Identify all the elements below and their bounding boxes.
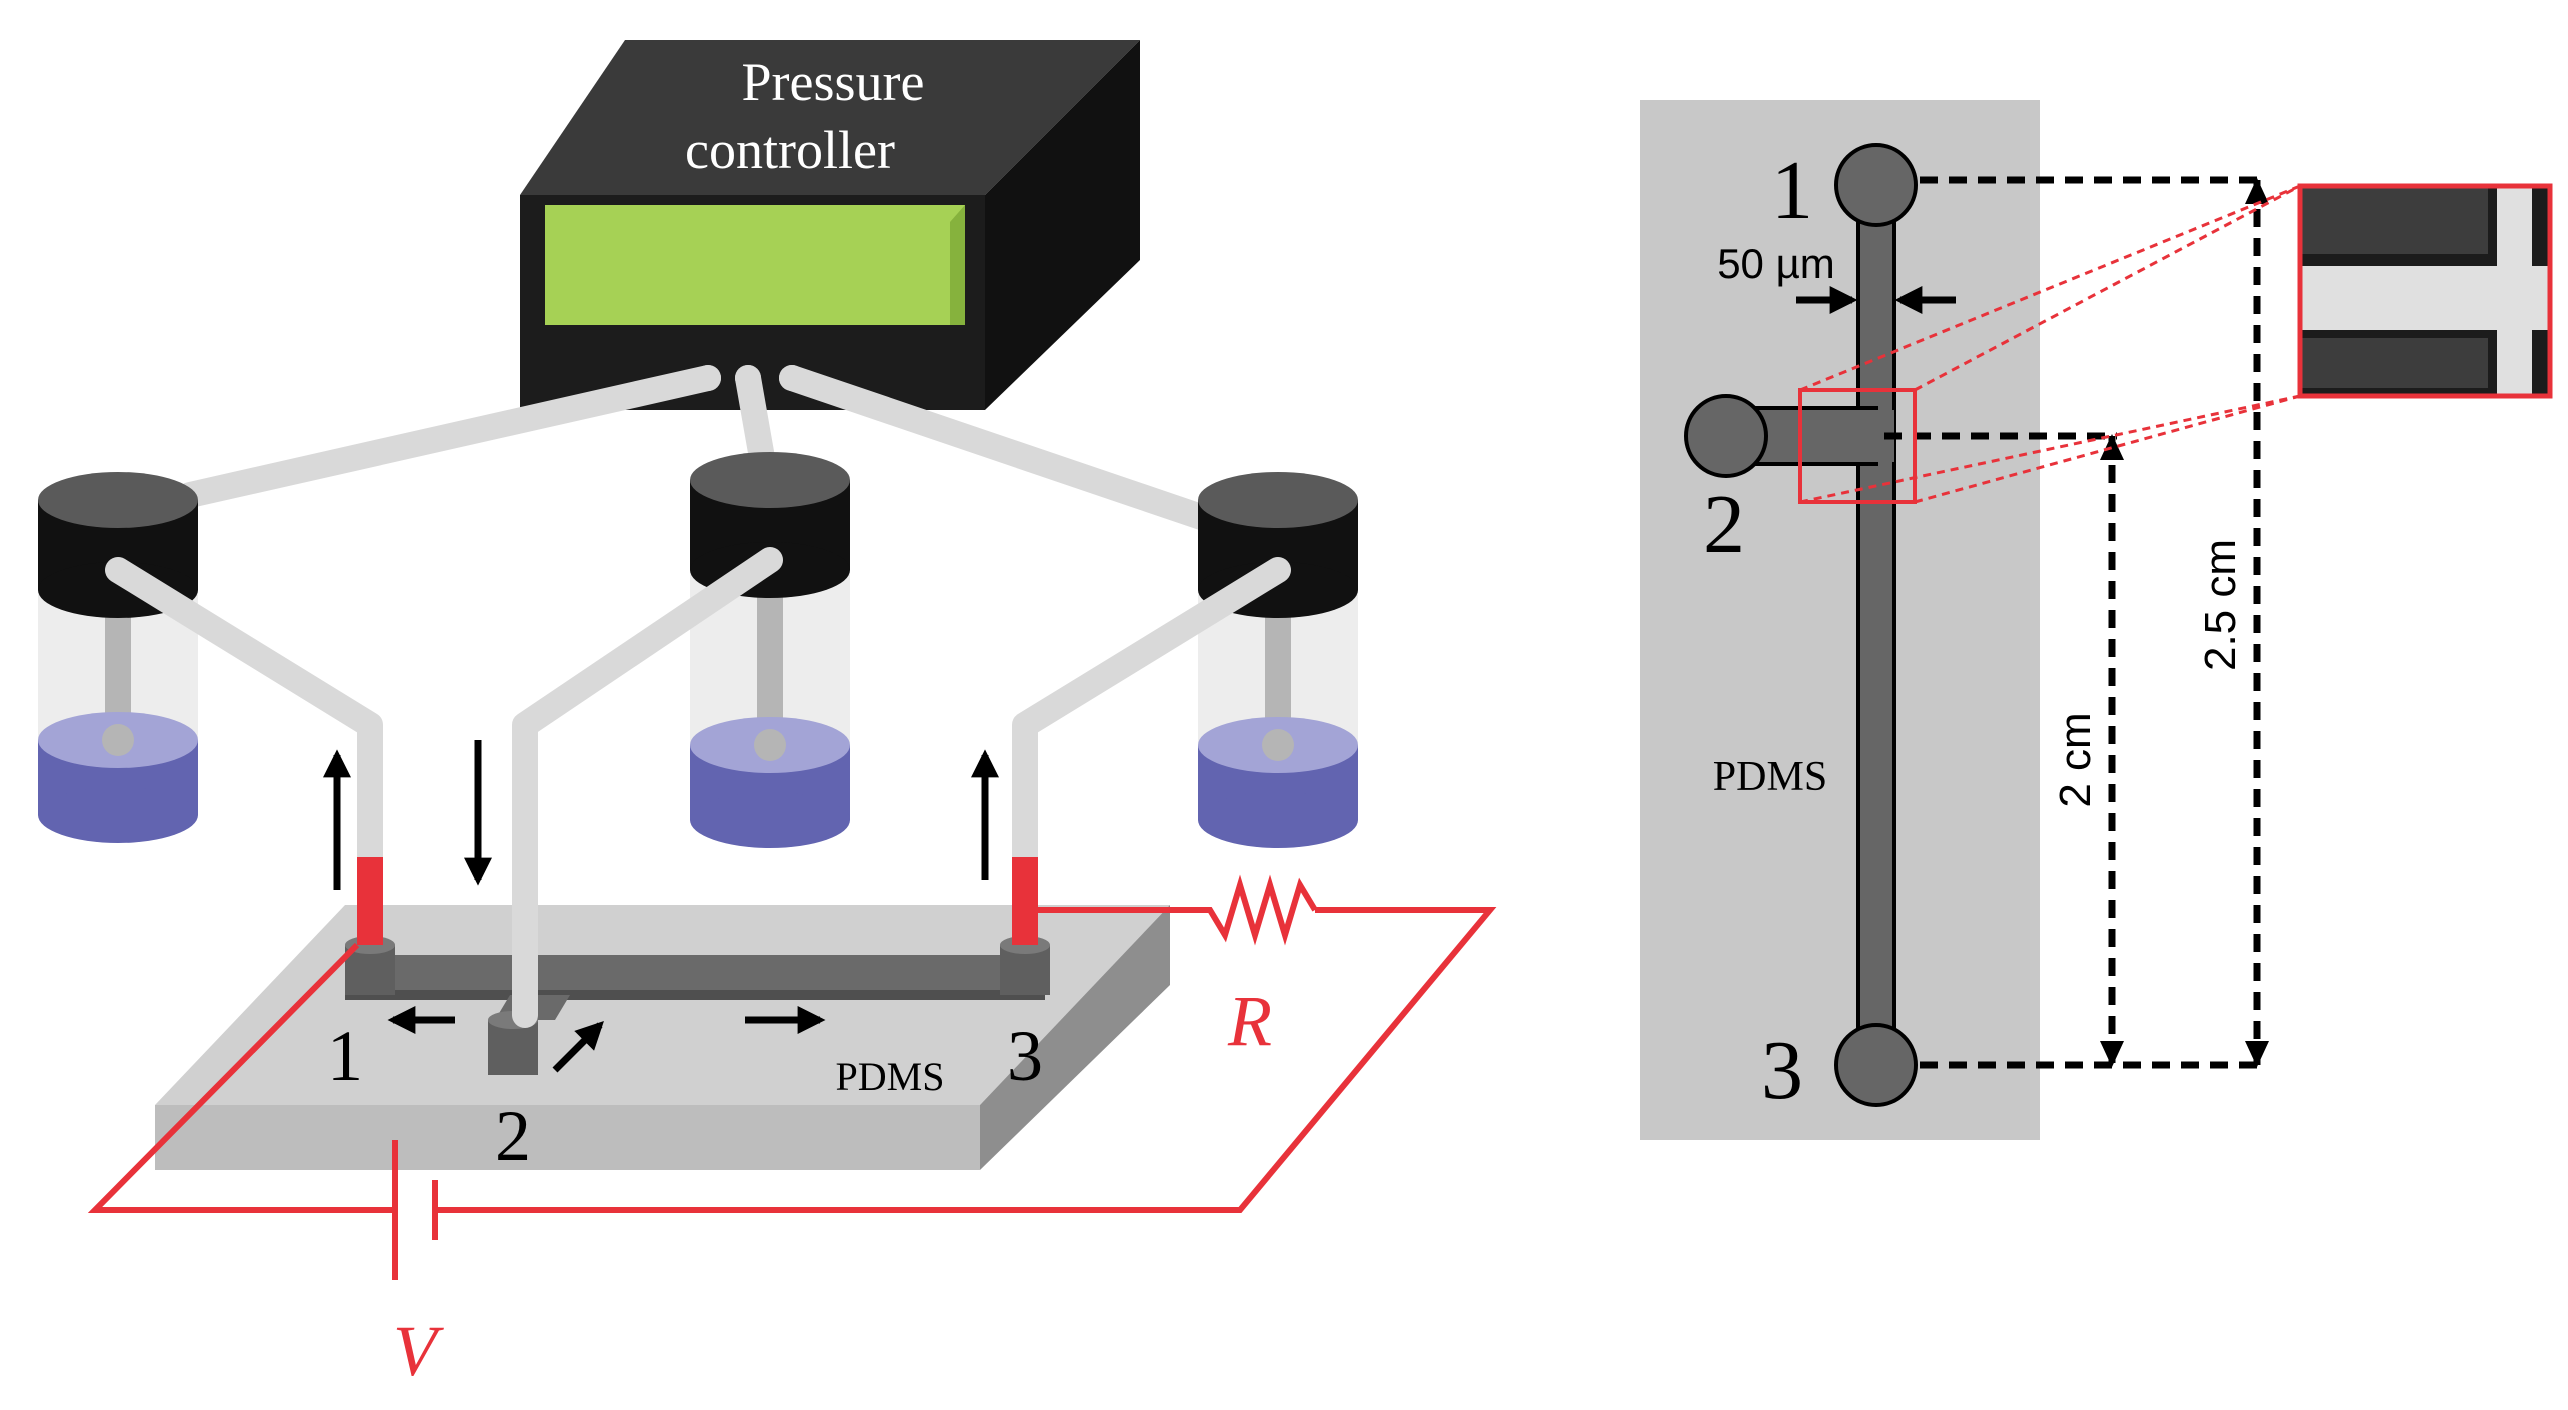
micrograph-inset xyxy=(2297,183,2553,399)
resistor-symbol xyxy=(1038,874,1318,946)
zoom-region-box xyxy=(1798,388,1917,504)
chip-pdms-background xyxy=(1640,100,2040,1140)
setup-pdms-label: PDMS xyxy=(836,1054,945,1099)
channel-width-label: 50 µm xyxy=(1717,240,1835,287)
pressure-controller: Pressure controller xyxy=(520,40,1140,410)
setup-panel: Pressure controller xyxy=(38,40,1497,1391)
distance-25cm-label: 2.5 cm xyxy=(2196,539,2245,671)
zoom-projection-lines xyxy=(1799,184,2301,504)
electric-circuit xyxy=(87,874,1497,1280)
flow-arrows xyxy=(323,740,999,1073)
setup-port-2-label: 2 xyxy=(495,1096,531,1176)
reservoir-2 xyxy=(690,452,850,848)
voltage-label: V xyxy=(393,1311,444,1391)
dimension-arrowheads xyxy=(2100,178,2269,1067)
setup-port-1-label: 1 xyxy=(327,1016,363,1096)
distance-2cm-label: 2 cm xyxy=(2051,712,2100,807)
controller-label-line2: controller xyxy=(685,120,895,180)
reservoir-1 xyxy=(38,472,198,843)
chip-pdms-label: PDMS xyxy=(1713,754,1827,800)
connection-tubing xyxy=(105,547,1291,1028)
dimension-lines xyxy=(1884,176,2262,1069)
controller-screen xyxy=(545,205,965,325)
chip-port-2 xyxy=(1684,394,1768,478)
resistor-label: R xyxy=(1227,981,1272,1061)
chip-port-1 xyxy=(1834,143,1918,227)
chip-port-1-label: 1 xyxy=(1771,144,1813,237)
setup-port-3-label: 3 xyxy=(1007,1016,1043,1096)
chip-port-2-label: 2 xyxy=(1703,478,1745,571)
chip-channels xyxy=(1684,143,1918,1107)
chip-port-3-label: 3 xyxy=(1761,1024,1803,1117)
electrodes xyxy=(357,857,1038,945)
controller-label-line1: Pressure xyxy=(742,52,925,112)
chip-panel: 50 µm 1 2 3 PDMS 2 cm 2.5 cm xyxy=(1640,100,2553,1140)
chip-port-3 xyxy=(1834,1023,1918,1107)
reservoir-3 xyxy=(1198,472,1358,848)
